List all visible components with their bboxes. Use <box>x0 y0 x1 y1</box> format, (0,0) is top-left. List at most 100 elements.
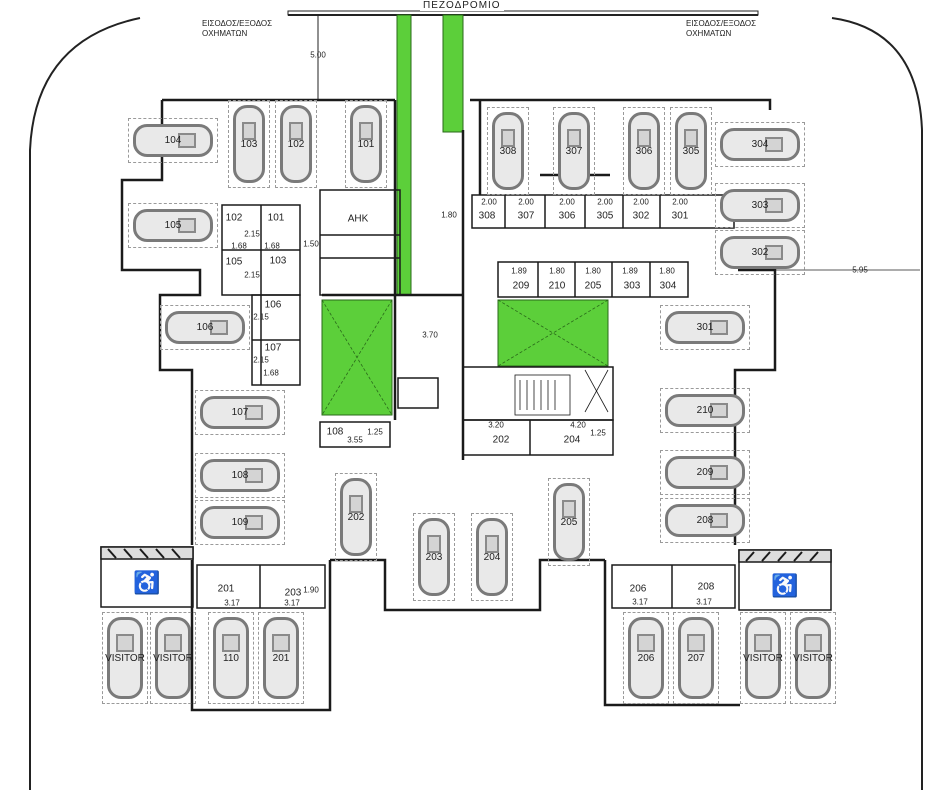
parking-space: 204 <box>471 513 513 601</box>
parking-space-number: 303 <box>751 200 769 211</box>
room-label: 203 <box>284 587 302 599</box>
room-label: 301 <box>671 210 689 222</box>
room-label: 201 <box>217 583 235 595</box>
car-icon <box>200 506 280 539</box>
parking-space-number: 205 <box>560 516 578 528</box>
car-icon <box>133 209 213 242</box>
parking-space-number: 206 <box>637 652 655 664</box>
parking-space-number: 304 <box>751 139 769 150</box>
car-icon <box>200 396 280 429</box>
parking-space: 105 <box>128 203 218 248</box>
parking-space-number: 305 <box>682 145 700 157</box>
room-label: 202 <box>492 434 510 446</box>
room-label: 208 <box>697 581 715 593</box>
dimension-label: 1.68 <box>264 241 280 251</box>
dimension-label: 2.15 <box>253 312 269 322</box>
car-icon <box>263 617 299 699</box>
parking-space-number: 307 <box>565 145 583 157</box>
dimension-label: 5.95 <box>852 265 868 275</box>
dimension-label: 1.90 <box>303 585 319 595</box>
car-icon <box>280 105 312 183</box>
parking-space: 103 <box>228 100 270 188</box>
car-icon <box>720 236 800 269</box>
parking-space: VISITOR <box>790 612 836 704</box>
parking-space-number: 203 <box>425 551 443 563</box>
parking-space-number: 107 <box>231 407 249 418</box>
room-label: ΑΗΚ <box>347 213 369 225</box>
parking-space: 107 <box>195 390 285 435</box>
room-label: 204 <box>563 434 581 446</box>
car-icon <box>418 518 450 596</box>
parking-space-number: 106 <box>196 322 214 333</box>
site-boundary-left <box>29 17 141 790</box>
parking-space-number: 101 <box>357 138 375 150</box>
room-label: 303 <box>623 280 641 292</box>
parking-space-number: 301 <box>696 322 714 333</box>
dimension-label: 1.68 <box>263 368 279 378</box>
parking-space: 207 <box>673 612 719 704</box>
dimension-label: 2.15 <box>244 270 260 280</box>
room-label: 102 <box>225 212 243 224</box>
dimension-label: 3.70 <box>422 330 438 340</box>
parking-space: VISITOR <box>740 612 786 704</box>
room-label: 307 <box>517 210 535 222</box>
dimension-label: 5.00 <box>310 50 326 60</box>
car-icon <box>628 617 664 699</box>
room-label: 304 <box>659 280 677 292</box>
room-label: 101 <box>267 212 285 224</box>
dimension-label: 1.89 <box>622 266 638 276</box>
dimension-label: 2.00 <box>481 197 497 207</box>
car-icon <box>745 617 781 699</box>
parking-space-number: 202 <box>347 511 365 523</box>
wheelchair-icon: ♿ <box>133 570 160 595</box>
room-label: 107 <box>264 342 282 354</box>
car-icon <box>133 124 213 157</box>
room-label: 103 <box>269 255 287 267</box>
parking-space: 303 <box>715 183 805 228</box>
car-icon <box>665 394 745 427</box>
parking-space: 307 <box>553 107 595 195</box>
room-label: 210 <box>548 280 566 292</box>
parking-space: 101 <box>345 100 387 188</box>
room-label: 105 <box>225 256 243 268</box>
parking-space: 210 <box>660 388 750 433</box>
parking-space-number: 102 <box>287 138 305 150</box>
car-icon <box>795 617 831 699</box>
parking-space-number: VISITOR <box>153 652 193 664</box>
parking-space-number: 108 <box>231 470 249 481</box>
parking-space: 102 <box>275 100 317 188</box>
parking-space-number: 209 <box>696 467 714 478</box>
parking-space-number: VISITOR <box>743 652 783 664</box>
room-label: 206 <box>629 583 647 595</box>
dimension-label: 1.89 <box>511 266 527 276</box>
car-icon <box>155 617 191 699</box>
dimension-label: 3.17 <box>632 597 648 607</box>
room-label: 205 <box>584 280 602 292</box>
parking-space: VISITOR <box>150 612 196 704</box>
parking-space-number: 204 <box>483 551 501 563</box>
parking-space: 201 <box>258 612 304 704</box>
car-icon <box>350 105 382 183</box>
car-icon <box>476 518 508 596</box>
dimension-label: 1.80 <box>549 266 565 276</box>
dimension-label: 1.50 <box>303 239 319 249</box>
parking-space-number: 207 <box>687 652 705 664</box>
dimension-label: 1.80 <box>659 266 675 276</box>
car-icon <box>340 478 372 556</box>
parking-space-number: 210 <box>696 405 714 416</box>
parking-space-number: VISITOR <box>793 652 833 664</box>
car-icon <box>628 112 660 190</box>
car-icon <box>107 617 143 699</box>
parking-space: 108 <box>195 453 285 498</box>
parking-space: 109 <box>195 500 285 545</box>
dimension-label: 1.80 <box>441 210 457 220</box>
car-icon <box>665 504 745 537</box>
parking-space-number: 109 <box>231 517 249 528</box>
car-icon <box>665 456 745 489</box>
parking-space: 209 <box>660 450 750 495</box>
car-icon <box>558 112 590 190</box>
